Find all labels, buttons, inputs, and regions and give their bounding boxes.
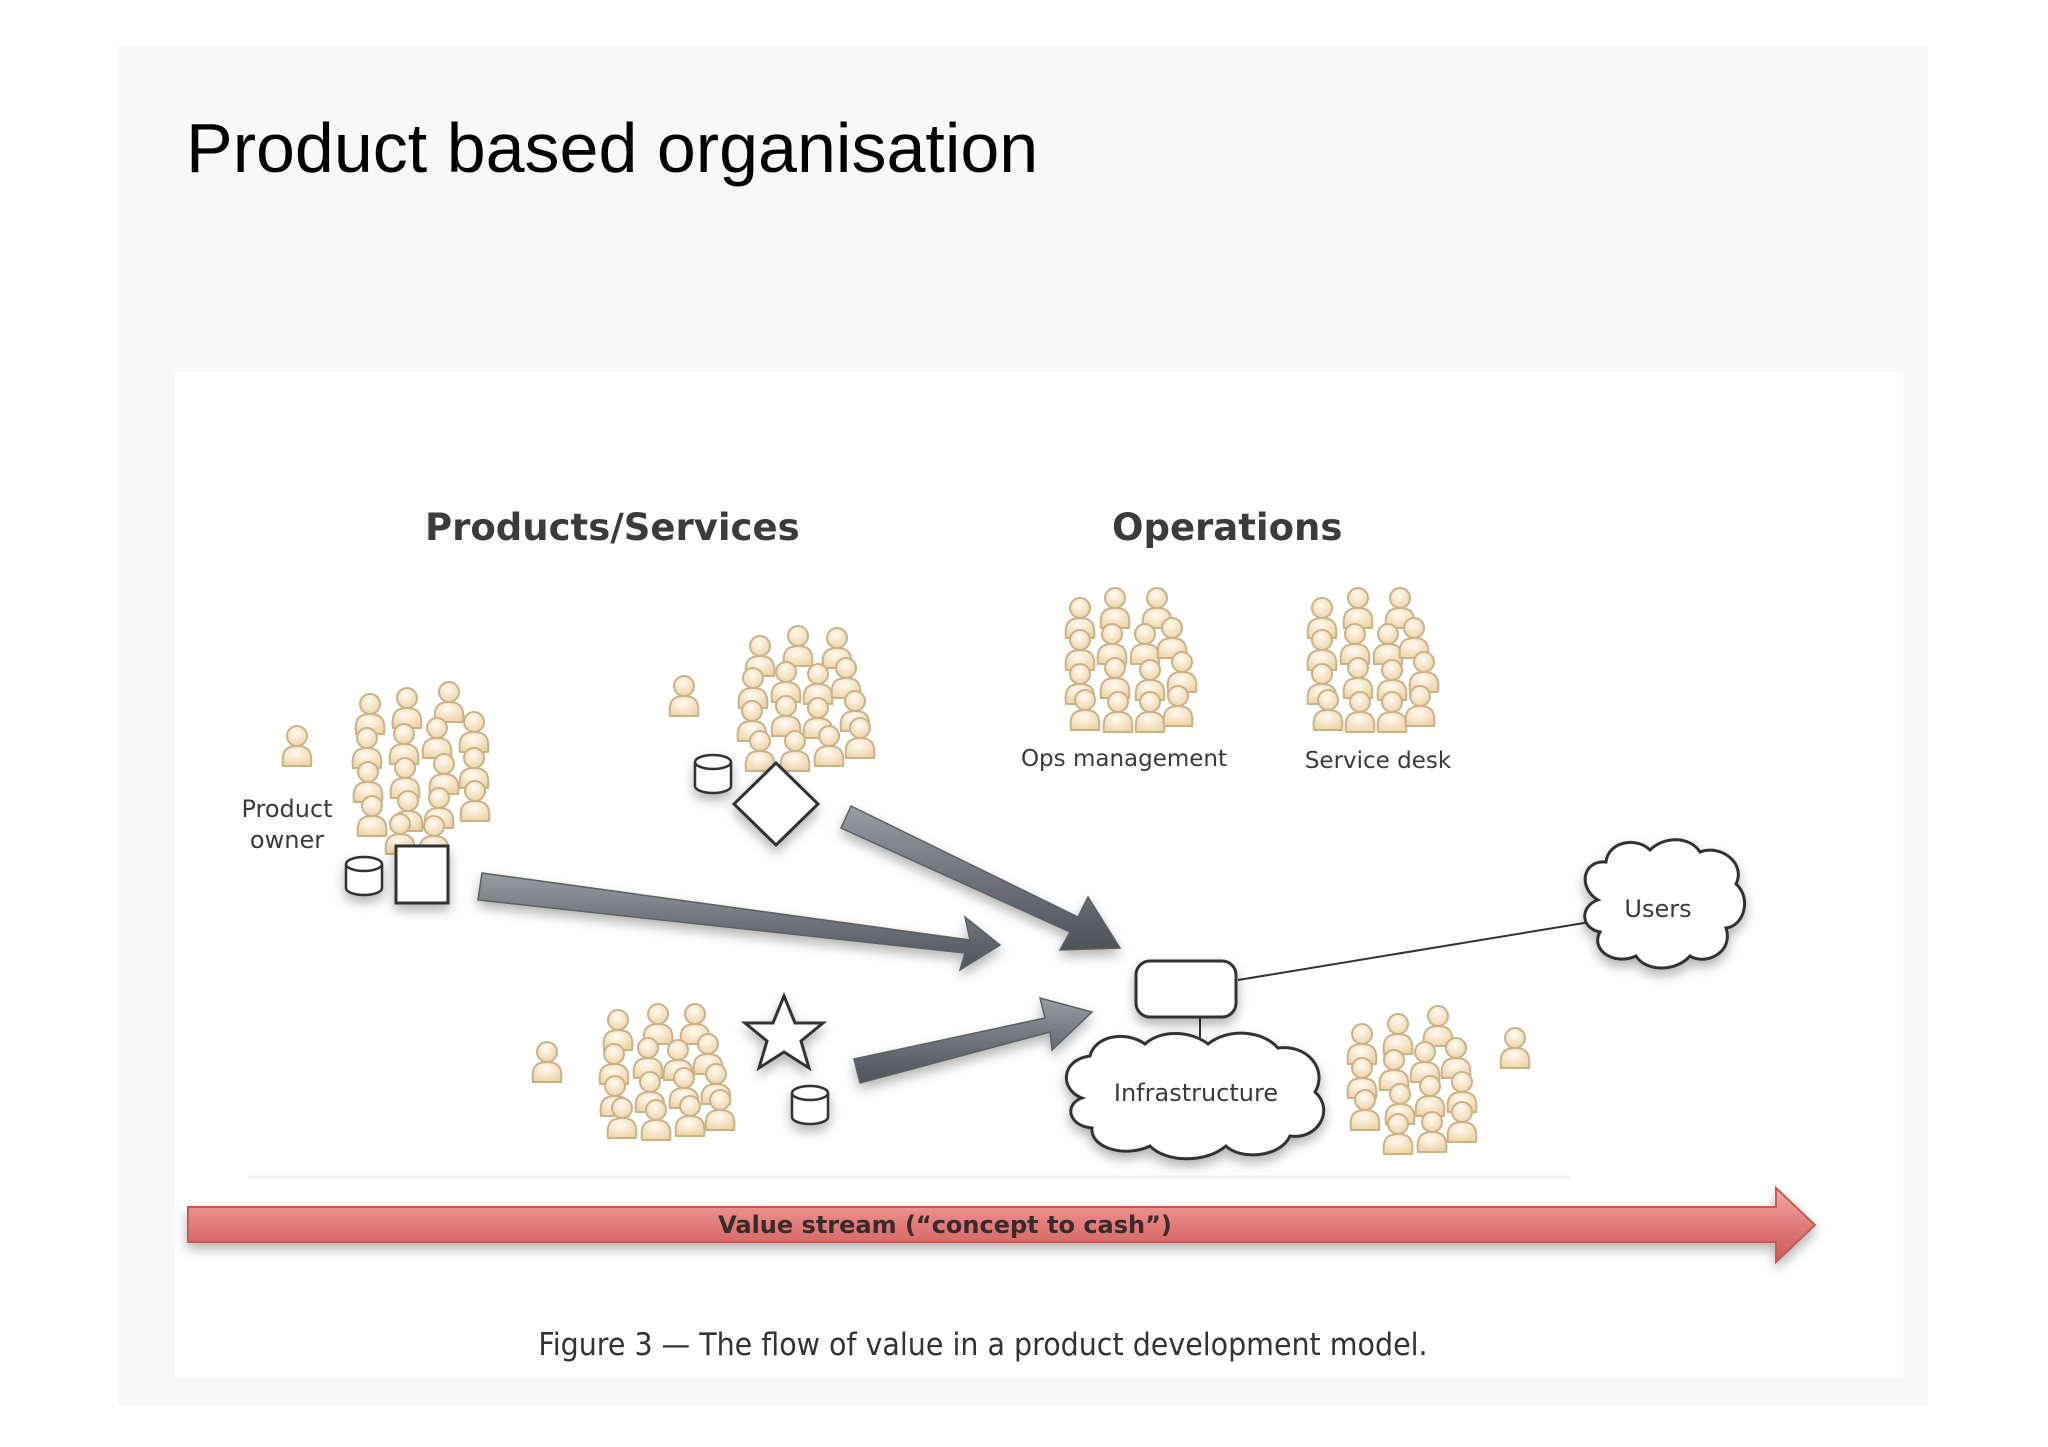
star-icon [740,992,828,1072]
value-stream-label: Value stream (“concept to cash”) [718,1211,1172,1239]
slide-title: Product based organisation [186,109,1039,187]
cylinder-icon-top [693,753,733,795]
label-users: Users [1624,895,1691,923]
gray-flow-arrows [477,804,1122,1084]
square-icon [394,844,450,905]
team-top [668,625,876,772]
label-infrastructure: Infrastructure [1114,1079,1278,1107]
arrow-bottom-team [853,996,1094,1084]
team-bottom [531,1003,736,1141]
arrow-top-team [840,804,1122,951]
label-ops-management: Ops management [1021,746,1227,772]
cylinder-icon-bottom [790,1084,830,1126]
users-cloud-icon [1583,838,1747,970]
connector-product-to-users [1237,921,1591,981]
heading-operations: Operations [1112,506,1342,549]
figure-caption: Figure 3 — The flow of value in a produc… [538,1327,1427,1363]
team-infrastructure [1346,1005,1531,1155]
person-icon-product-owner [281,725,313,767]
deployed-product-box [1134,959,1238,1019]
heading-products-services: Products/Services [425,506,800,549]
cylinder-icon-left [344,855,384,897]
arrow-left-team [477,872,1002,972]
label-product-owner-line1: Product [241,795,332,823]
team-ops-management [1064,587,1198,733]
label-service-desk: Service desk [1305,748,1452,774]
diamond-icon [731,760,821,848]
label-product-owner-line2: owner [250,826,324,854]
infrastructure-cloud-icon [1065,1031,1326,1161]
value-stream-arrow [187,1185,1817,1265]
team-service-desk [1306,587,1440,733]
